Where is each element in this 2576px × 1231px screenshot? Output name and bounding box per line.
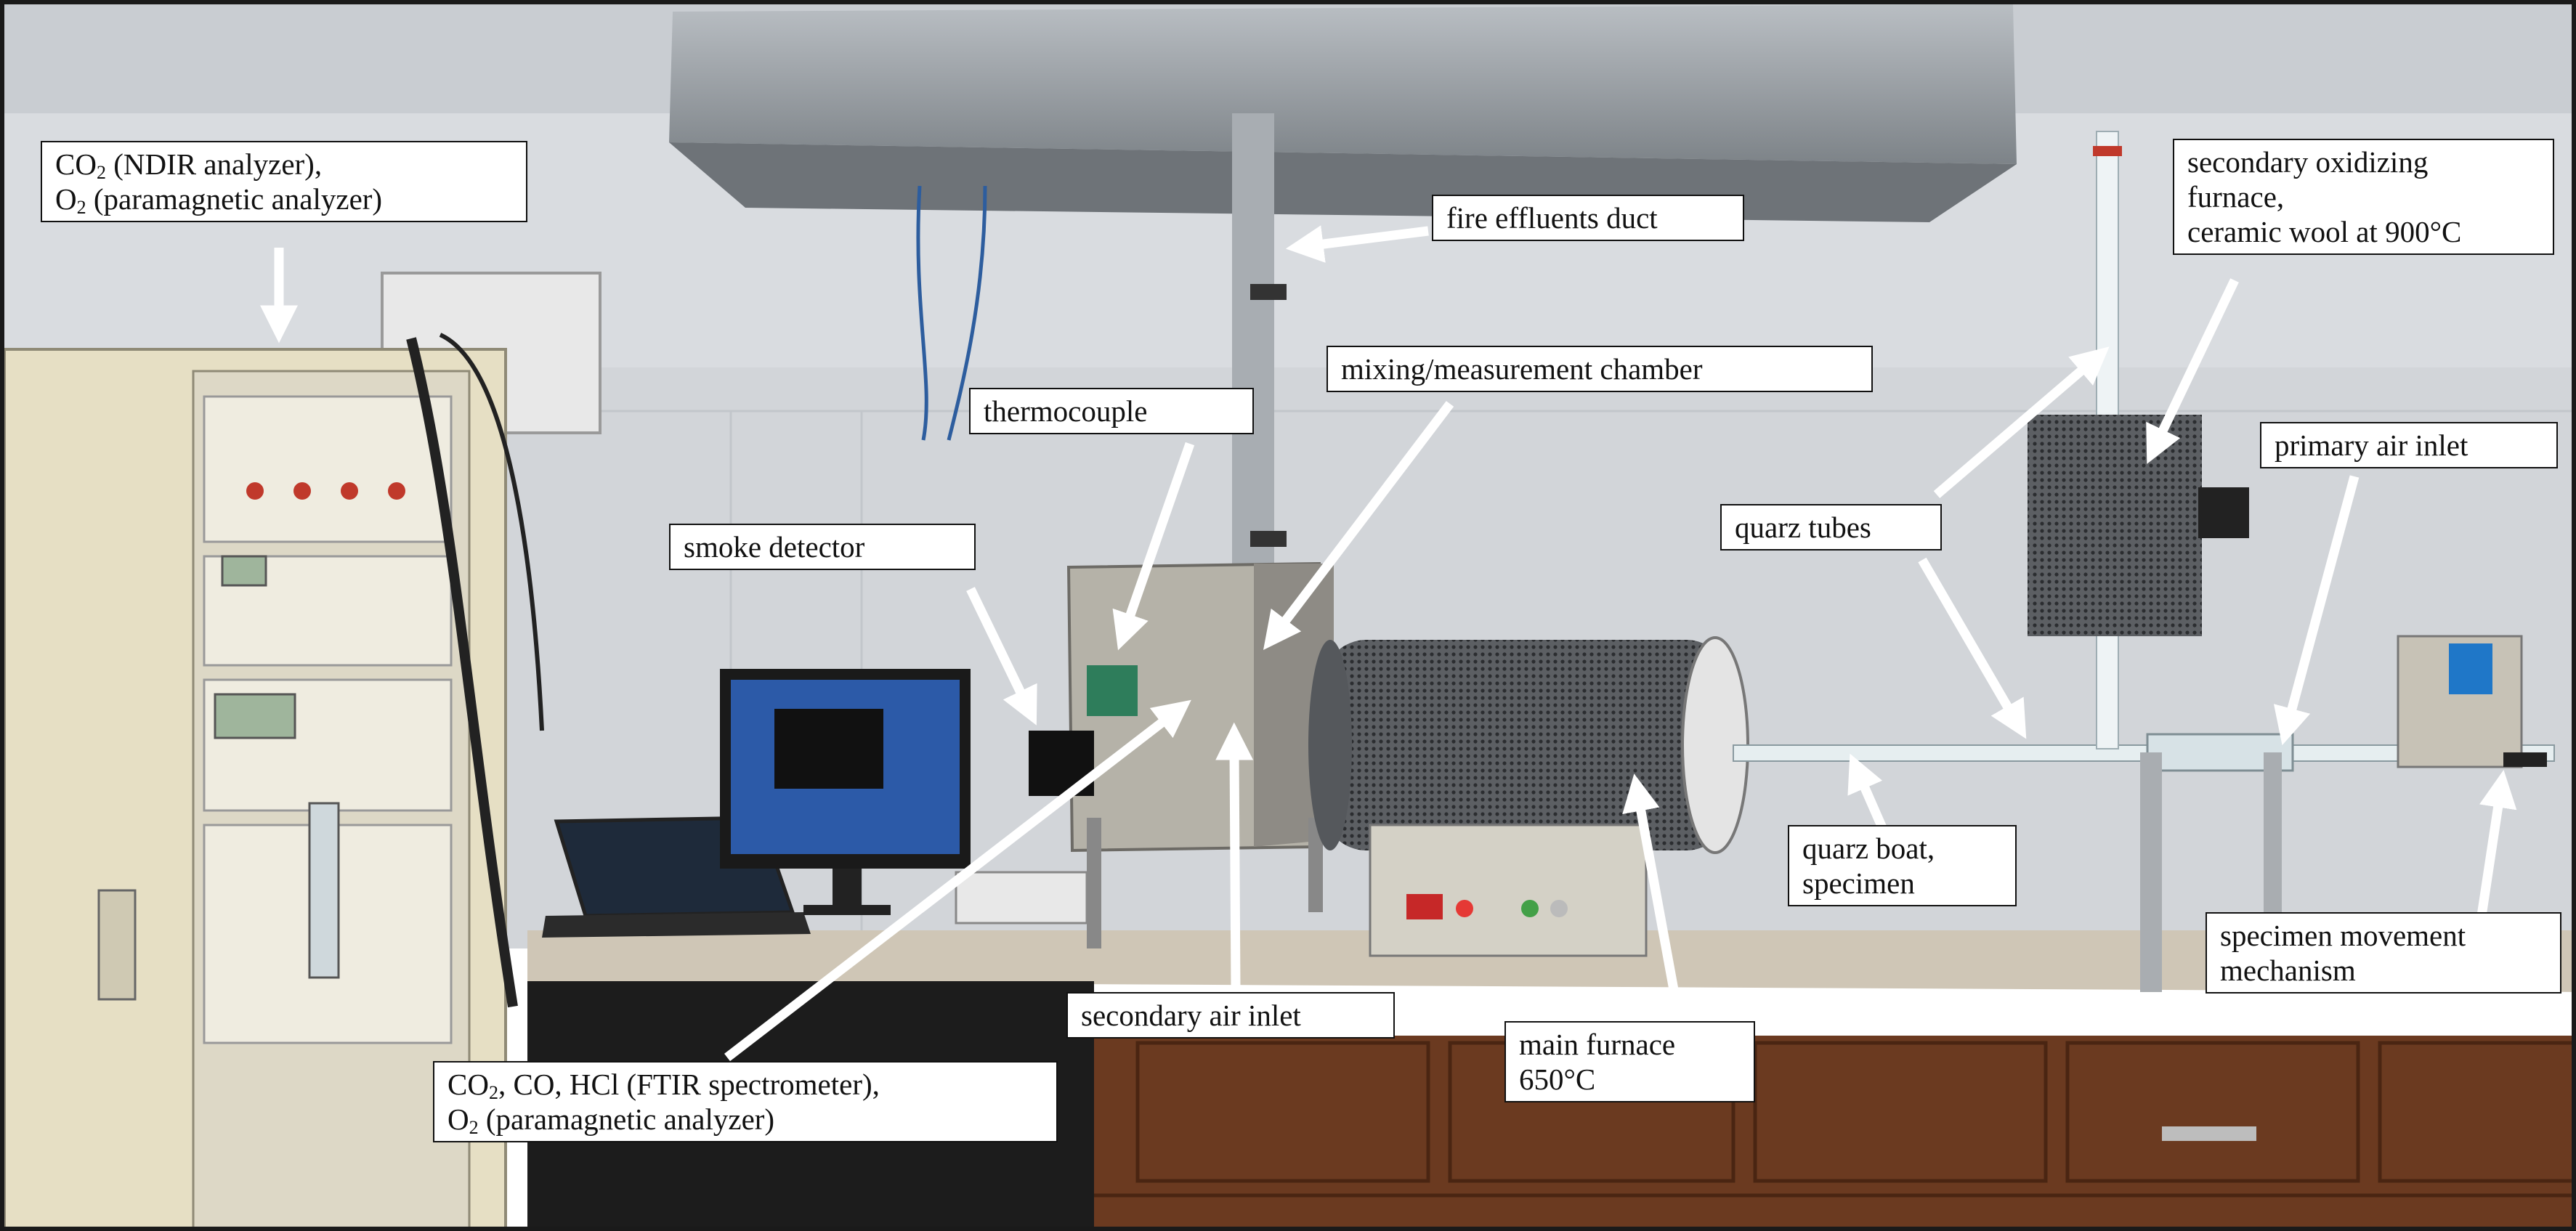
label-quarz-tubes: quarz tubes — [1720, 504, 1942, 551]
lab-scene — [4, 4, 2572, 1227]
label-fire-effluents-duct: fire effluents duct — [1432, 195, 1744, 241]
label-primary-air-inlet: primary air inlet — [2260, 422, 2558, 468]
arrow-secondary-air — [1215, 722, 1254, 989]
annotation-arrows — [260, 225, 2517, 1062]
fume-hood — [669, 4, 2017, 164]
label-mixing-measurement-chamber: mixing/measurement chamber — [1327, 346, 1873, 392]
label-main-furnace: main furnace 650°C — [1504, 1021, 1755, 1102]
label-smoke-detector: smoke detector — [669, 524, 976, 570]
arrow-secondary-oxidizing — [2146, 278, 2239, 464]
arrow-mixing-chamber — [1263, 401, 1454, 651]
arrow-main-furnace — [1622, 773, 1684, 1019]
arrow-thermocouple — [1112, 442, 1195, 651]
arrow-quarz-tube-lower — [1918, 557, 2027, 739]
effluents-duct — [1232, 113, 1274, 636]
label-quarz-boat: quarz boat, specimen — [1788, 825, 2017, 906]
label-thermocouple: thermocouple — [969, 388, 1254, 434]
label-secondary-air-inlet: secondary air inlet — [1066, 992, 1395, 1039]
arrow-ftir — [724, 699, 1191, 1062]
balance — [955, 871, 1088, 925]
arrow-primary-air — [2273, 475, 2360, 746]
arrow-quarz-tube-upper — [1933, 346, 2110, 498]
furnace-controller — [1369, 824, 1648, 957]
arrow-smoke-detector — [966, 587, 1037, 726]
label-secondary-oxidizing-furnace: secondary oxidizing furnace, ceramic woo… — [2173, 139, 2554, 255]
arrow-fire-duct — [1285, 225, 1429, 263]
arrow-movement — [2476, 770, 2517, 917]
countertop — [527, 930, 2572, 992]
label-co2-o2-analyzers: CO2 (NDIR analyzer), O2 (paramagnetic an… — [41, 141, 527, 222]
label-ftir-gases: CO2, CO, HCl (FTIR spectrometer), O2 (pa… — [433, 1061, 1058, 1142]
label-specimen-movement: specimen movement mechanism — [2206, 912, 2561, 994]
